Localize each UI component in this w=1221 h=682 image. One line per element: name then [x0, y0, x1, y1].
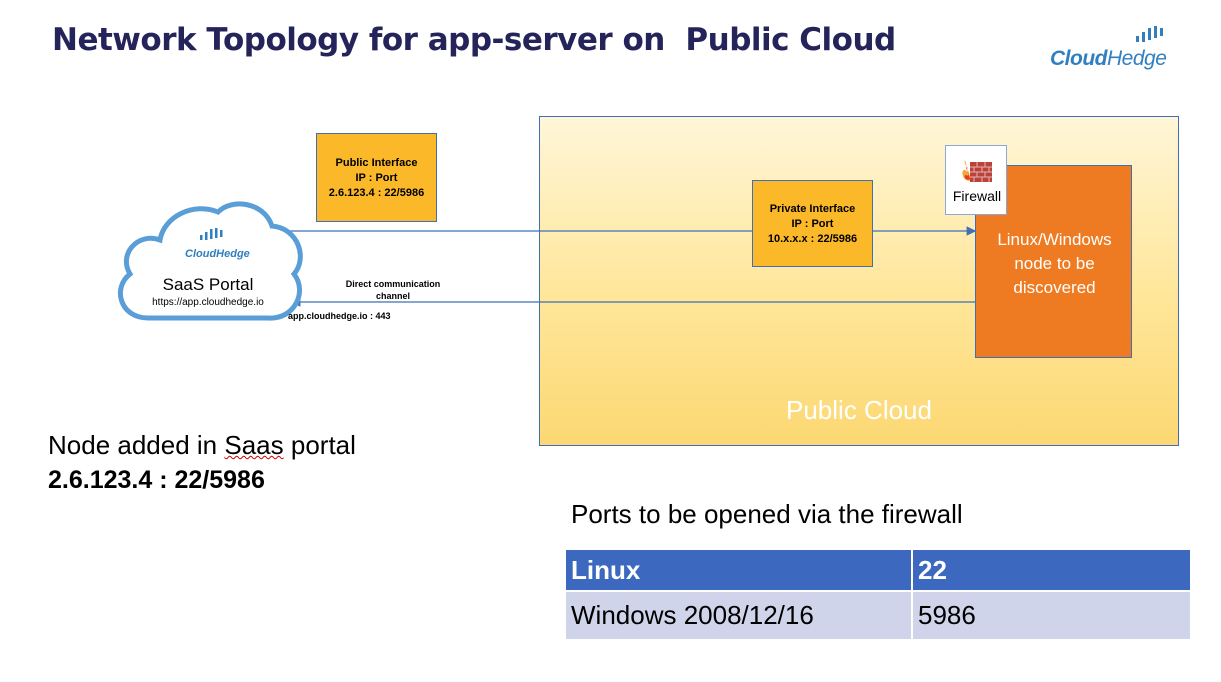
page-title: Network Topology for app-server on Publi…: [52, 22, 896, 58]
node-added-saas: Saas: [224, 430, 284, 460]
channel-line-1: Direct communication: [345, 279, 441, 289]
node-added-note: Node added in Saas portal: [48, 430, 356, 461]
cloudhedge-logo: CloudHedge: [1048, 24, 1173, 74]
private-interface-subtitle: IP : Port: [791, 218, 834, 230]
public-interface-title: Public Interface: [335, 157, 418, 169]
channel-line-2: channel: [375, 291, 410, 301]
signal-bars-icon: [1136, 26, 1163, 42]
cloud-shape-icon: [117, 201, 303, 321]
firewall-icon: [962, 160, 992, 182]
public-cloud-label: Public Cloud: [786, 395, 932, 425]
ports-title: Ports to be opened via the firewall: [571, 499, 963, 529]
logo-brand: CloudHedge: [1050, 47, 1167, 71]
signal-bars-small-icon: [200, 228, 223, 240]
private-interface-box: Private Interface IP : Port 10.x.x.x : 2…: [752, 180, 873, 267]
saas-portal-cloud: CloudHedge SaaS Portal https://app.cloud…: [108, 196, 308, 328]
firewall-box: Firewall: [945, 145, 1007, 215]
header-port-cell: 22: [912, 550, 1192, 591]
private-interface-address: 10.x.x.x : 22/5986: [767, 233, 858, 245]
portal-url: https://app.cloudhedge.io: [152, 297, 264, 308]
header-os-cell: Linux: [566, 550, 913, 591]
node-added-prefix: Node added in: [48, 430, 225, 460]
public-interface-box: Public Interface IP : Port 2.6.123.4 : 2…: [316, 133, 437, 222]
channel-label: Direct communication channel: [333, 278, 453, 302]
portal-brand: CloudHedge: [185, 248, 250, 260]
private-interface-title: Private Interface: [769, 203, 856, 215]
node-line-3: discovered: [1013, 278, 1096, 297]
portal-name: SaaS Portal: [162, 275, 254, 294]
row-os-cell: Windows 2008/12/16: [566, 590, 913, 639]
logo-brand-bold: Cloud: [1050, 47, 1107, 70]
table-row: Windows 2008/12/16 5986: [566, 590, 1192, 639]
firewall-label: Firewall: [952, 188, 1002, 204]
public-interface-address: 2.6.123.4 : 22/5986: [328, 187, 425, 199]
node-line-1: Linux/Windows: [997, 230, 1112, 249]
row-port-cell: 5986: [912, 590, 1192, 639]
table-header-row: Linux 22: [566, 550, 1192, 591]
node-added-address: 2.6.123.4 : 22/5986: [48, 466, 265, 494]
node-line-2: node to be: [1014, 254, 1095, 273]
app-port-label: app.cloudhedge.io : 443: [288, 311, 391, 321]
ports-table: Linux 22 Windows 2008/12/16 5986: [566, 550, 1192, 639]
public-interface-subtitle: IP : Port: [355, 172, 398, 184]
node-added-suffix: portal: [283, 430, 356, 460]
logo-brand-rest: Hedge: [1106, 47, 1167, 70]
node-label: Linux/Windows node to be discovered: [976, 228, 1133, 300]
